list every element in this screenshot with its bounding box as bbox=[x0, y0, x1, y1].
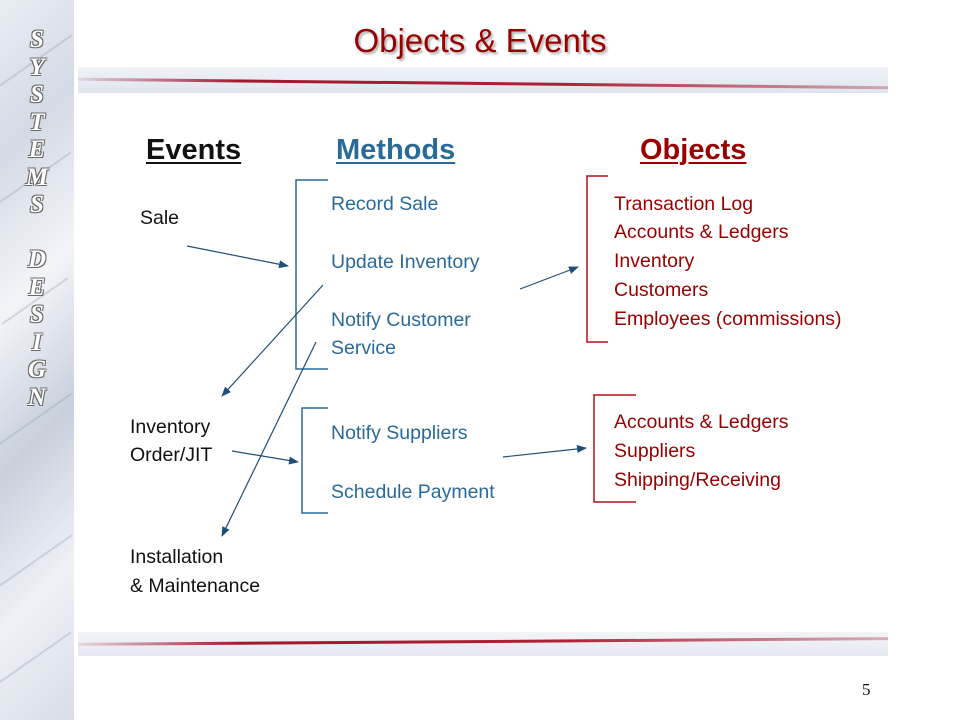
arrow-methods-to-objects-2 bbox=[502, 444, 587, 458]
methods-bracket-2 bbox=[301, 407, 328, 514]
method-service: Service bbox=[331, 337, 397, 359]
sidebar-letter: N bbox=[27, 383, 47, 411]
arrow-to-inventory-event bbox=[221, 284, 324, 397]
event-maintenance: & Maintenance bbox=[130, 575, 261, 597]
sidebar-letter: D bbox=[27, 246, 47, 273]
sidebar-letter: E bbox=[28, 273, 46, 301]
event-sale: Sale bbox=[140, 207, 180, 229]
event-inventory: Inventory bbox=[130, 416, 211, 438]
arrow-inventory-to-methods bbox=[231, 450, 299, 465]
sidebar-letter: I bbox=[32, 328, 42, 356]
sidebar-letter: S bbox=[30, 26, 44, 53]
sidebar-letter: T bbox=[29, 108, 45, 136]
events-header: Events bbox=[146, 134, 242, 166]
event-installation: Installation bbox=[130, 546, 224, 568]
sidebar-letter: S bbox=[30, 81, 44, 108]
method-notify-suppliers: Notify Suppliers bbox=[331, 422, 468, 444]
object-employees: Employees (commissions) bbox=[614, 308, 842, 330]
methods-bracket-1 bbox=[295, 179, 328, 370]
arrow-sale-to-methods bbox=[186, 245, 289, 269]
object-transaction-log: Transaction Log bbox=[614, 193, 754, 215]
object-customers: Customers bbox=[614, 279, 709, 301]
sidebar-marble: S Y S T E M S D E S I G N bbox=[0, 0, 74, 720]
arrow-methods-to-objects-1 bbox=[519, 266, 579, 290]
method-schedule-payment: Schedule Payment bbox=[331, 481, 495, 503]
object-suppliers: Suppliers bbox=[614, 440, 696, 462]
arrow-to-installation-event bbox=[221, 341, 317, 537]
objects-bracket-2 bbox=[593, 394, 636, 503]
page-number: 5 bbox=[862, 680, 871, 699]
sidebar-letter: S bbox=[30, 301, 44, 328]
vertical-title: S Y S T E M S D E S I G N bbox=[20, 26, 54, 411]
objects-bracket-1 bbox=[586, 175, 608, 343]
event-order-jit: Order/JIT bbox=[130, 444, 213, 466]
method-record-sale: Record Sale bbox=[331, 193, 439, 215]
sidebar-letter: E bbox=[28, 136, 46, 163]
method-update-inventory: Update Inventory bbox=[331, 251, 480, 273]
slide-title: Objects & Events bbox=[353, 22, 607, 59]
object-accounts-ledgers-2: Accounts & Ledgers bbox=[614, 411, 789, 433]
sidebar-letter: M bbox=[25, 163, 49, 191]
methods-header: Methods bbox=[336, 134, 456, 166]
sidebar-letter: S bbox=[30, 191, 44, 218]
object-accounts-ledgers: Accounts & Ledgers bbox=[614, 221, 789, 243]
object-shipping-receiving: Shipping/Receiving bbox=[614, 469, 781, 491]
sidebar-letter: Y bbox=[29, 53, 45, 81]
method-notify-customer: Notify Customer bbox=[331, 309, 471, 331]
sidebar-letter: G bbox=[27, 356, 47, 383]
object-inventory: Inventory bbox=[614, 250, 695, 272]
objects-header: Objects bbox=[640, 134, 747, 166]
